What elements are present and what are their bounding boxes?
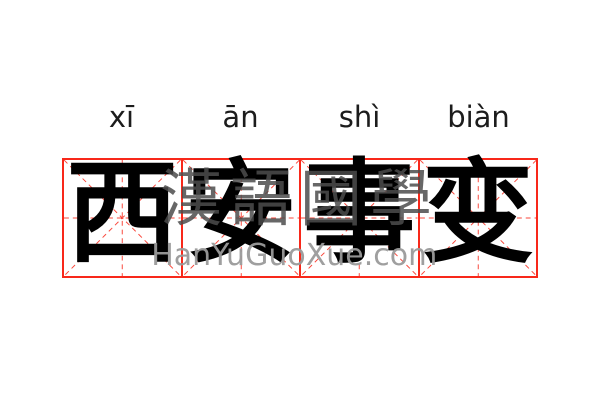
hanzi-character-3: 事 bbox=[303, 147, 416, 279]
grid-cell-1: 西 bbox=[62, 147, 183, 279]
grid-guidelines bbox=[64, 160, 181, 276]
pinyin-syllable-4: biàn bbox=[447, 100, 510, 134]
grid-cell-4: 变 bbox=[417, 147, 538, 279]
hanzi-character-1: 西 bbox=[66, 147, 179, 279]
pinyin-syllable-2: ān bbox=[222, 100, 259, 134]
character-grid: 西 安 事 bbox=[62, 147, 538, 279]
grid-guidelines bbox=[182, 160, 299, 276]
grid-cell-2: 安 bbox=[180, 147, 301, 279]
pinyin-syllable-1: xī bbox=[108, 100, 135, 134]
pinyin-row: xī ān shì biàn bbox=[62, 100, 538, 134]
hanzi-character-4: 变 bbox=[421, 147, 534, 279]
grid-cell-3: 事 bbox=[299, 147, 420, 279]
pinyin-syllable-3: shì bbox=[338, 100, 381, 134]
grid-guidelines bbox=[301, 160, 418, 276]
hanzi-character-2: 安 bbox=[184, 147, 297, 279]
grid-guidelines bbox=[419, 160, 536, 276]
